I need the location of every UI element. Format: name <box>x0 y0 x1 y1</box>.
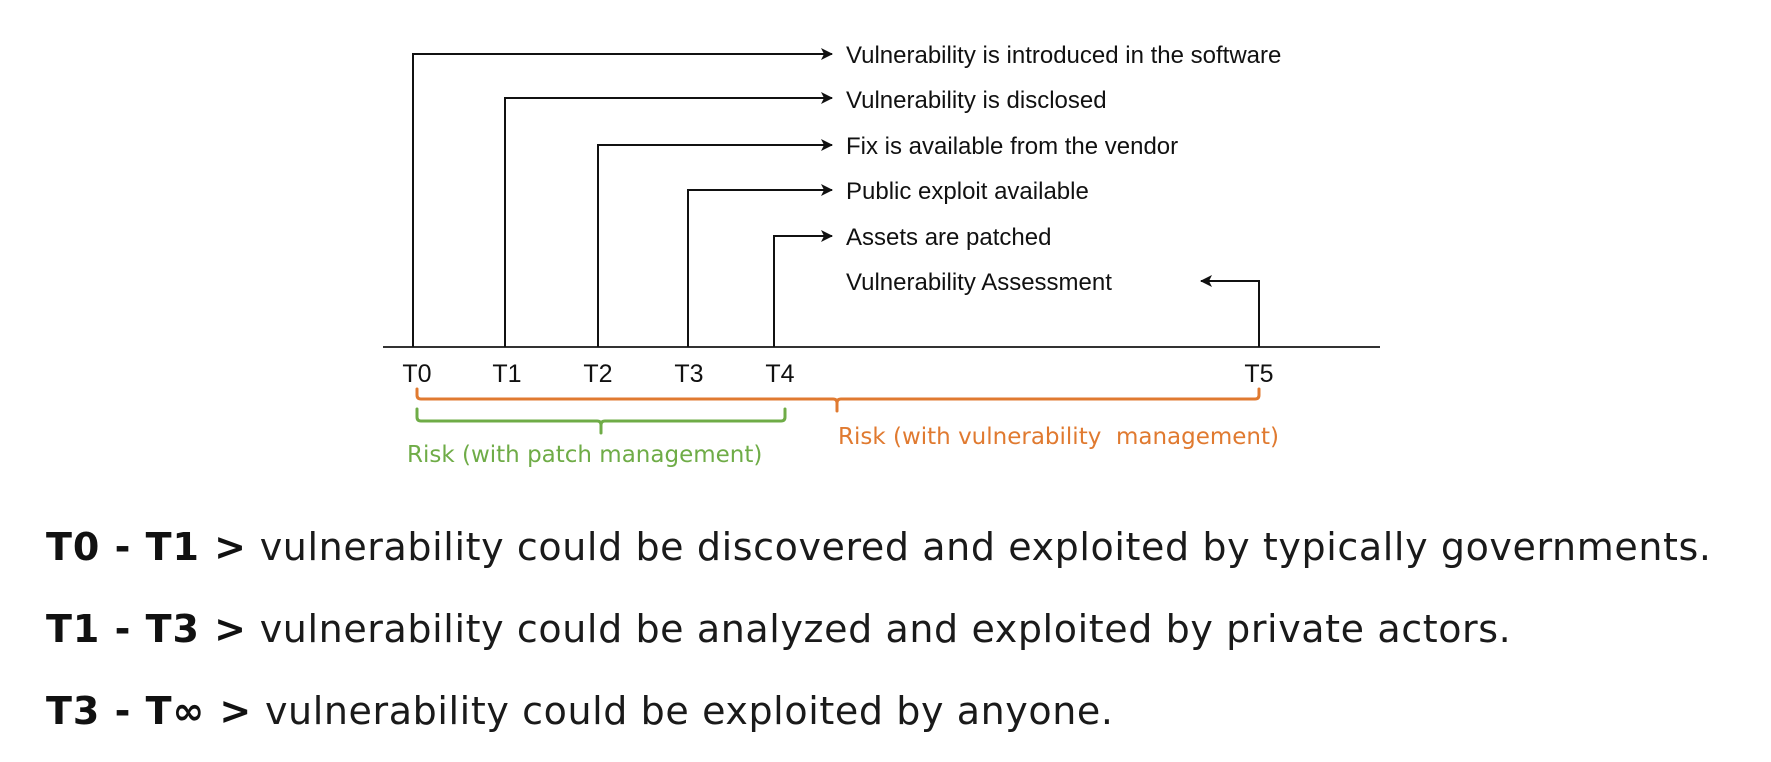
event-label-patched: Assets are patched <box>846 224 1051 251</box>
note-t1-t3: T1 - T3 > vulnerability could be analyze… <box>46 598 1766 680</box>
note-desc: vulnerability could be exploited by anyo… <box>264 689 1114 733</box>
event-label-introduced: Vulnerability is introduced in the softw… <box>846 42 1281 69</box>
tick-label-t4: T4 <box>765 360 794 388</box>
tick-label-t3: T3 <box>674 360 703 388</box>
timeline-diagram: Vulnerability is introduced in the softw… <box>383 42 1380 468</box>
connector-disclosed <box>504 92 833 347</box>
notes-list: T0 - T1 > vulnerability could be discove… <box>46 516 1766 762</box>
patch-risk-label: Risk (with patch management) <box>407 442 762 468</box>
connector-fix <box>597 139 833 347</box>
note-t3-tinf: T3 - T∞ > vulnerability could be exploit… <box>46 680 1766 762</box>
connector-exploit <box>687 184 833 347</box>
event-label-disclosed: Vulnerability is disclosed <box>846 87 1107 114</box>
tick-label-t1: T1 <box>492 360 521 388</box>
event-connectors <box>412 48 1260 347</box>
note-t0-t1: T0 - T1 > vulnerability could be discove… <box>46 516 1766 598</box>
event-label-assessment: Vulnerability Assessment <box>846 269 1112 296</box>
patch-risk-brace <box>415 407 787 435</box>
note-key: T1 - T3 > <box>46 607 248 651</box>
tick-label-t5: T5 <box>1244 360 1273 388</box>
note-desc: vulnerability could be analyzed and expl… <box>259 607 1512 651</box>
connector-patched <box>773 230 833 347</box>
event-label-fix: Fix is available from the vendor <box>846 133 1178 160</box>
note-key: T3 - T∞ > <box>46 689 253 733</box>
vuln-risk-brace <box>415 387 1261 413</box>
note-desc: vulnerability could be discovered and ex… <box>259 525 1712 569</box>
note-key: T0 - T1 > <box>46 525 248 569</box>
connector-assessment <box>1200 275 1260 347</box>
connector-introduced <box>412 48 833 347</box>
vuln-risk-label: Risk (with vulnerability management) <box>838 424 1279 450</box>
tick-label-t0: T0 <box>402 360 431 388</box>
event-label-exploit: Public exploit available <box>846 178 1089 205</box>
tick-label-t2: T2 <box>583 360 612 388</box>
